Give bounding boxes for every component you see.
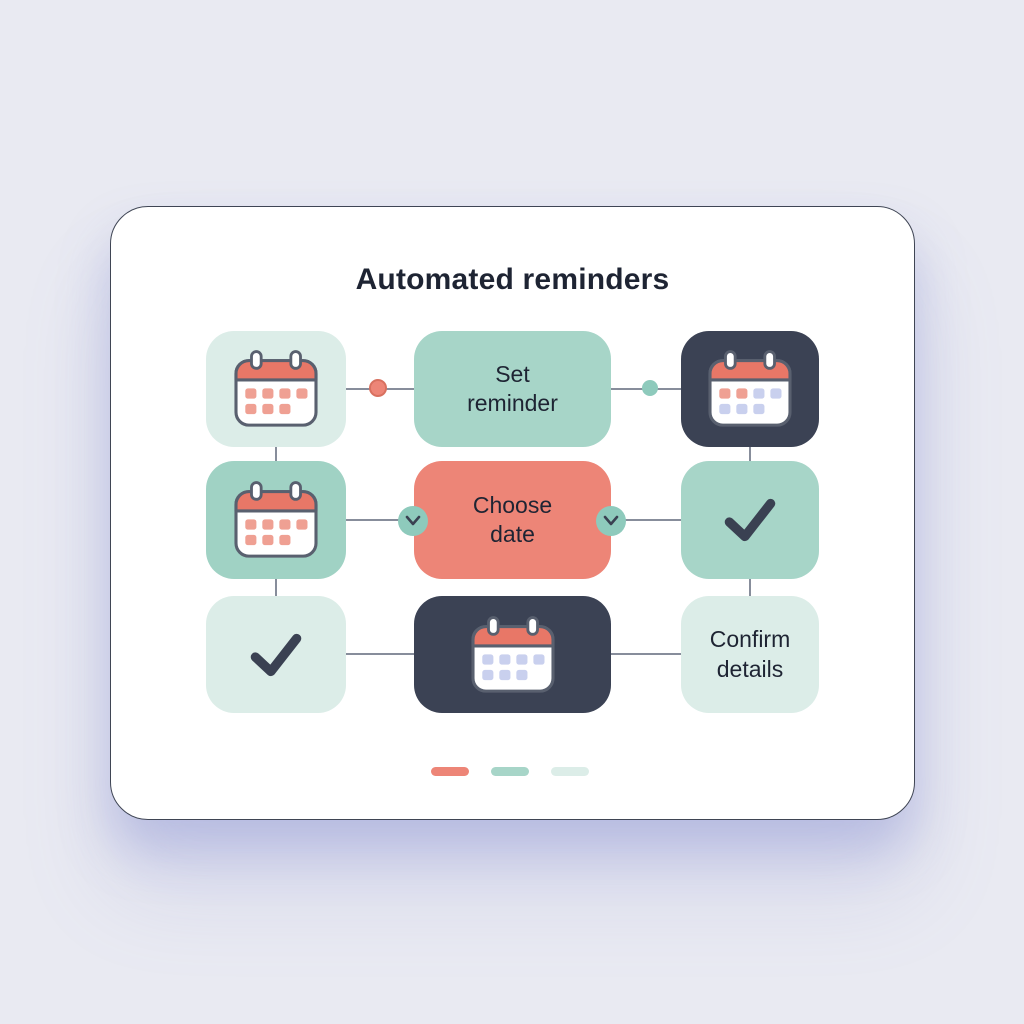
connector-dot-coral — [369, 379, 387, 397]
progress-dash — [491, 767, 529, 776]
checkmark-icon — [724, 498, 776, 542]
connector-dot-teal — [642, 380, 658, 396]
calendar-icon — [234, 350, 318, 427]
progress-dashes — [431, 767, 589, 776]
calendar-icon — [234, 481, 318, 558]
progress-dash — [551, 767, 589, 776]
tile-check-1 — [681, 461, 819, 579]
calendar-icon — [470, 615, 555, 693]
progress-dash — [431, 767, 469, 776]
tile-choose-date: Choose date — [414, 461, 611, 579]
reminders-card: Automated reminders — [110, 206, 915, 820]
connector-line — [275, 447, 277, 461]
chevron-down-node — [398, 506, 428, 536]
step-label: Confirm details — [709, 626, 791, 682]
checkmark-icon — [250, 633, 302, 676]
tile-set-reminder: Set reminder — [414, 331, 611, 447]
connector-line — [275, 579, 277, 596]
page-title: Automated reminders — [355, 263, 670, 296]
chevron-down-icon — [405, 515, 421, 526]
connector-line — [611, 519, 681, 521]
connector-line — [346, 653, 414, 655]
tile-calendar-dark-1 — [681, 331, 819, 447]
step-label: Set reminder — [467, 360, 558, 416]
tile-calendar-dark-2 — [414, 596, 611, 713]
calendar-icon — [708, 350, 792, 427]
connector-line — [749, 447, 751, 461]
chevron-down-node — [596, 506, 626, 536]
connector-line — [346, 519, 414, 521]
tile-calendar-1 — [206, 331, 346, 447]
connector-line — [749, 579, 751, 596]
tile-check-2 — [206, 596, 346, 713]
chevron-down-icon — [603, 515, 619, 526]
step-label: Choose date — [472, 491, 553, 547]
tile-calendar-2 — [206, 461, 346, 579]
connector-line — [611, 653, 681, 655]
tile-confirm-details: Confirm details — [681, 596, 819, 713]
